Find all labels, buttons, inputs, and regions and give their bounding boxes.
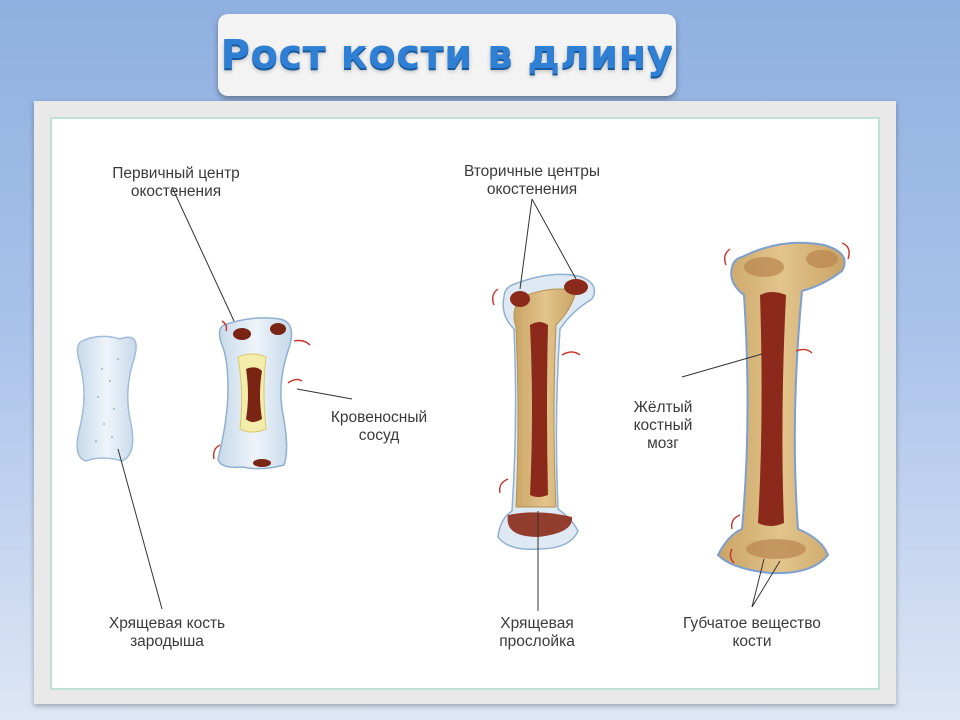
mature-bone: [716, 241, 850, 575]
primary-ossification-bone: [212, 317, 311, 470]
embryo-cartilage-bone: [76, 335, 137, 462]
leader-blood-vessel: [296, 388, 353, 400]
leader-cartilage-bone: [117, 448, 163, 610]
label-cartilage-layer: Хрящевая прослойка: [499, 615, 575, 650]
diagram-panel: Первичный центр окостенения Вторичные це…: [50, 117, 880, 690]
label-cartilage-bone: Хрящевая кость зародыша: [108, 615, 226, 650]
label-blood-vessel: Кровеносный сосуд: [330, 409, 428, 444]
leader-yellow-marrow: [681, 353, 763, 378]
title-banner: Рост кости в длину: [218, 14, 676, 96]
leader-spongy-1: [751, 558, 765, 608]
leader-secondary-1: [519, 198, 533, 290]
label-spongy-substance: Губчатое вещество кости: [683, 615, 821, 650]
leader-secondary-2: [531, 198, 577, 280]
leader-primary-center: [171, 186, 235, 322]
secondary-ossification-bone: [491, 273, 596, 550]
slide-title: Рост кости в длину: [220, 32, 674, 78]
label-secondary-centers: Вторичные центры окостенения: [463, 163, 601, 198]
leader-lines: [117, 186, 781, 611]
label-yellow-marrow: Жёлтый костный мозг: [633, 399, 693, 452]
leader-spongy-2: [751, 560, 781, 608]
bone-growth-diagram: [76, 186, 850, 611]
diagram-frame: Первичный центр окостенения Вторичные це…: [34, 101, 896, 704]
label-primary-center: Первичный центр окостенения: [112, 165, 240, 200]
